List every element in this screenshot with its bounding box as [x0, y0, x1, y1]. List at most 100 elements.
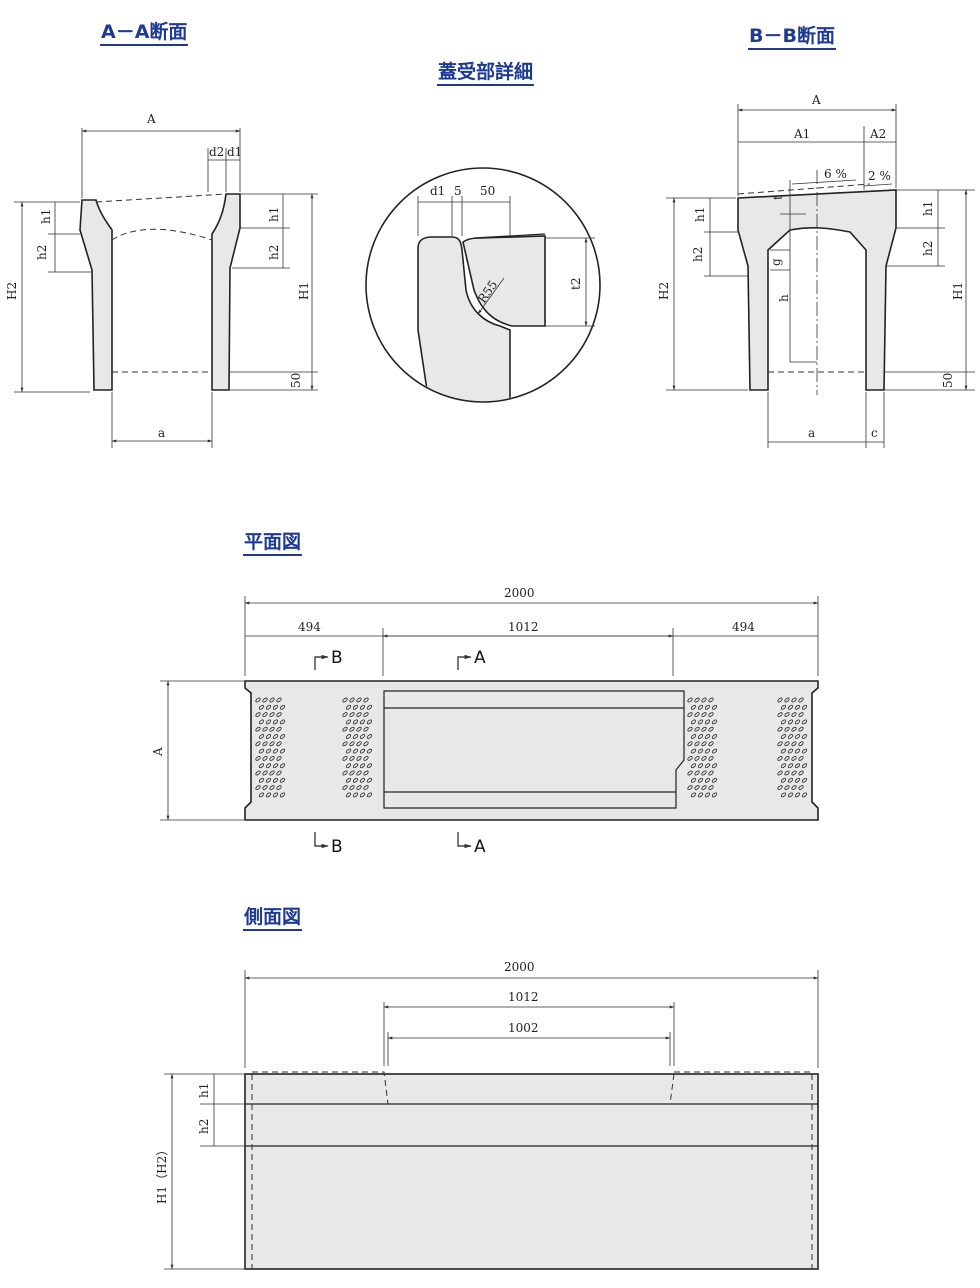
plan-hole	[780, 748, 787, 754]
plan-hole	[345, 704, 352, 710]
side-view: 2000 1012 1002 h1 h2 H1（H2）	[155, 960, 819, 1270]
bb-dim-h1-left: h1	[693, 207, 707, 222]
plan-hole	[701, 785, 707, 791]
plan-hole	[349, 770, 355, 776]
detail-dim-d1: d1	[430, 184, 445, 198]
plan-hole	[279, 792, 286, 798]
bb-slope-6: 6 %	[824, 167, 847, 181]
plan-hole	[363, 697, 369, 703]
bb-dim-g: g	[769, 258, 783, 266]
plan-hole	[784, 712, 790, 718]
plan-hole	[687, 770, 693, 776]
plan-hole	[272, 719, 279, 725]
plan-hole	[801, 792, 808, 798]
plan-dim-494-left: 494	[298, 620, 321, 634]
aa-dim-d1: d1	[227, 145, 242, 159]
plan-hole	[366, 748, 373, 754]
plan-dim-2000: 2000	[504, 586, 535, 600]
plan-hole	[363, 726, 369, 732]
plan-hole	[356, 770, 362, 776]
plan-hole	[269, 755, 275, 761]
plan-hole	[787, 704, 794, 710]
side-body	[244, 1073, 819, 1270]
plan-hole	[276, 712, 282, 718]
plan-hole	[701, 741, 707, 747]
plan-hole	[791, 697, 797, 703]
plan-hole	[791, 726, 797, 732]
plan-hole	[780, 777, 787, 783]
side-dim-1012: 1012	[508, 990, 539, 1004]
plan-hole	[363, 741, 369, 747]
bb-body	[737, 189, 897, 391]
plan-hole	[697, 792, 704, 798]
detail-dim-t2: t2	[569, 278, 583, 290]
aa-section-title: A－A断面	[100, 20, 189, 46]
plan-hole	[794, 704, 801, 710]
plan-hole	[801, 763, 808, 769]
plan-hole	[352, 763, 359, 769]
plan-hole	[359, 792, 366, 798]
plan-hole	[798, 712, 804, 718]
plan-hole	[279, 748, 286, 754]
plan-hole	[704, 748, 711, 754]
plan-hole	[791, 755, 797, 761]
plan-hole	[272, 763, 279, 769]
plan-hole	[366, 734, 373, 739]
plan-hole	[704, 704, 711, 710]
plan-hole	[787, 719, 794, 725]
detail-title: 蓋受部詳細	[437, 60, 535, 86]
plan-hole	[262, 770, 268, 776]
plan-hole	[363, 755, 369, 761]
plan-hole	[694, 785, 700, 791]
plan-hole	[704, 734, 711, 739]
plan-hole	[276, 697, 282, 703]
detail-wall	[417, 236, 511, 401]
plan-hole	[784, 755, 790, 761]
plan-hole	[359, 763, 366, 769]
plan-hole	[269, 697, 275, 703]
plan-hole	[801, 748, 808, 754]
plan-hole	[349, 755, 355, 761]
plan-hole	[258, 777, 265, 783]
plan-hole	[255, 770, 261, 776]
plan-hole	[265, 719, 272, 725]
plan-hole	[777, 697, 783, 703]
plan-hole	[694, 770, 700, 776]
plan-hole	[342, 726, 348, 732]
svg-text:B: B	[331, 837, 343, 857]
bb-dim-h1-right: h1	[921, 201, 935, 216]
plan-hole	[349, 697, 355, 703]
plan-hole	[704, 792, 711, 798]
aa-dim-h2-right: h2	[267, 245, 281, 260]
plan-hole	[342, 697, 348, 703]
plan-hole	[787, 748, 794, 754]
plan-hole	[794, 792, 801, 798]
bb-dim-H2: H2	[657, 282, 671, 300]
cut-marker-a-bottom: A	[457, 832, 486, 857]
plan-hole	[356, 785, 362, 791]
plan-hole	[352, 777, 359, 783]
plan-hole	[272, 704, 279, 710]
plan-hole	[690, 777, 697, 783]
plan-hole	[787, 734, 794, 739]
plan-hole	[258, 792, 265, 798]
plan-hole	[694, 726, 700, 732]
plan-hole	[279, 763, 286, 769]
bb-dim-A1: A1	[793, 127, 810, 141]
plan-body	[244, 680, 819, 821]
plan-hole	[356, 697, 362, 703]
plan-hole	[345, 792, 352, 798]
plan-hole	[255, 755, 261, 761]
plan-hole	[798, 741, 804, 747]
plan-hole	[697, 734, 704, 739]
plan-hole	[784, 741, 790, 747]
plan-hole	[265, 763, 272, 769]
aa-dim-H1: H1	[297, 282, 311, 300]
plan-hole	[345, 777, 352, 783]
plan-hole	[711, 719, 718, 725]
plan-hole	[711, 763, 718, 769]
plan-hole	[269, 726, 275, 732]
plan-hole	[349, 741, 355, 747]
plan-hole	[694, 755, 700, 761]
plan-hole	[349, 726, 355, 732]
